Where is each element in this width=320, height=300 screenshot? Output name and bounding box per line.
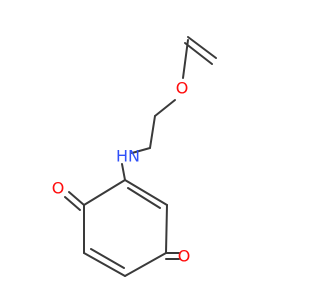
ring-bond-c3-c4 — [165, 204, 168, 254]
carbonyl-oxygen-top-label: O — [52, 179, 65, 198]
carbonyl-oxygen-bottom-label: O — [178, 247, 191, 266]
ch2-to-nh-bond — [131, 147, 151, 154]
ring-bond-c2-c3 — [124, 179, 168, 206]
amine-nitrogen-label: N — [128, 147, 140, 166]
amine-hydrogen-label: H — [116, 147, 128, 166]
vinyl-double-bond-b — [184, 42, 213, 65]
vinyl-to-ether-bond — [182, 39, 189, 79]
nh-to-ring-bond — [121, 163, 126, 181]
ch2-ch2-bond — [149, 115, 156, 149]
vinyl-group — [182, 36, 217, 79]
ring-double-bond-c2-c3-inner — [127, 187, 161, 209]
ring-bond-c1-c2 — [83, 179, 126, 206]
ring-bond-c4-c5 — [124, 252, 167, 277]
carbonyl-top-bond-b — [64, 196, 81, 211]
ether-oxygen-label: O — [176, 79, 189, 98]
carbonyl-top-bond-a — [68, 191, 85, 206]
ring-double-bond-c5-c6-inner — [90, 248, 125, 269]
ether-to-ch2-bond — [154, 99, 176, 117]
quinone-ring — [83, 179, 168, 277]
vinyl-double-bond-a — [187, 36, 217, 59]
ring-bond-c5-c6 — [83, 252, 126, 277]
molecule-structure-diagram: O H N O O — [52, 36, 217, 277]
